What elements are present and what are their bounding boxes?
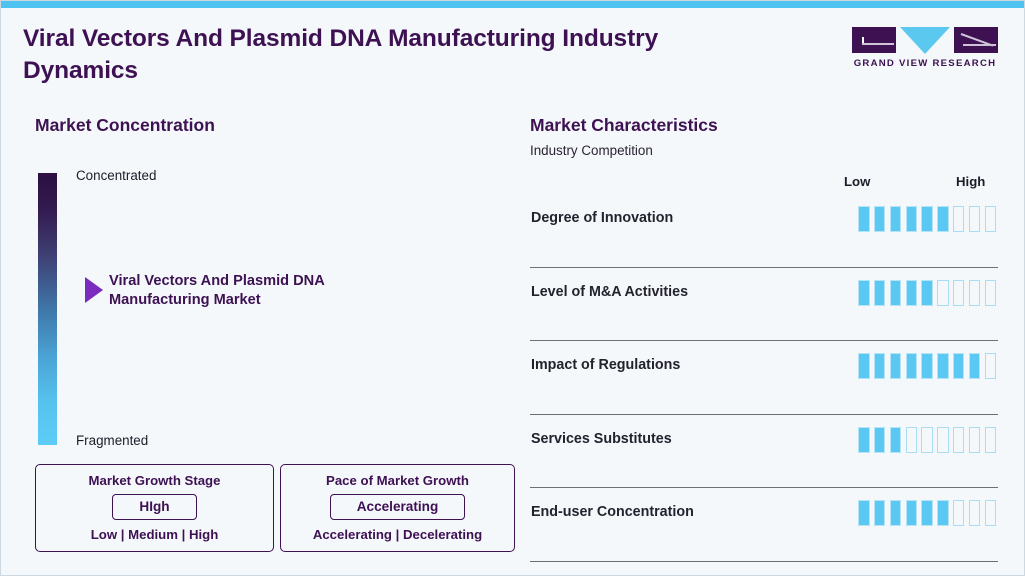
meter-segment-empty — [952, 206, 965, 232]
meter-segment-filled — [873, 426, 886, 453]
meter-segment-empty — [921, 426, 933, 453]
characteristic-bar-meter — [858, 206, 996, 232]
meter-segment-filled — [921, 353, 933, 380]
meter-segment-filled — [858, 426, 870, 453]
scale-top-label: Concentrated — [76, 168, 157, 183]
header: Viral Vectors And Plasmid DNA Manufactur… — [23, 23, 1010, 95]
meter-segment-empty — [984, 279, 996, 306]
characteristic-bar-meter — [858, 500, 996, 527]
meter-segment-filled — [889, 206, 902, 232]
meter-segment-empty — [968, 279, 981, 306]
characteristic-row: Degree of Innovation — [530, 194, 998, 268]
meter-segment-filled — [873, 353, 886, 380]
meter-segment-filled — [905, 353, 918, 380]
characteristic-bar-meter — [858, 426, 996, 453]
meter-segment-filled — [873, 206, 886, 232]
top-accent-bar — [1, 1, 1024, 8]
meter-segment-empty — [937, 426, 949, 453]
meter-segment-filled — [921, 500, 933, 527]
stat-heading: Market Growth Stage — [88, 473, 221, 488]
market-characteristics-title: Market Characteristics — [530, 115, 718, 135]
meter-segment-empty — [984, 426, 996, 453]
triangle-down-icon — [900, 27, 950, 54]
scale-low-label: Low — [844, 174, 871, 189]
scale-high-label: High — [956, 174, 986, 189]
meter-segment-filled — [889, 353, 902, 380]
meter-segment-filled — [889, 500, 902, 527]
characteristic-label: Services Substitutes — [531, 430, 672, 447]
concentration-scale: Concentrated Fragmented Viral Vectors An… — [35, 168, 515, 448]
stat-options: Accelerating | Decelerating — [312, 527, 483, 542]
meter-segment-filled — [858, 353, 870, 380]
meter-segment-empty — [952, 426, 965, 453]
characteristic-label: End-user Concentration — [531, 504, 694, 521]
meter-segment-empty — [984, 353, 996, 380]
meter-segment-filled — [968, 353, 981, 380]
meter-segment-filled — [921, 279, 933, 306]
status-badge: Accelerating — [329, 494, 466, 520]
meter-segment-empty — [952, 500, 965, 527]
market-characteristics-panel: Market Characteristics Industry Competit… — [530, 115, 998, 562]
meter-segment-filled — [905, 206, 918, 232]
meter-segment-filled — [937, 500, 949, 527]
meter-segment-filled — [858, 500, 870, 527]
pace-of-market-growth-box: Pace of Market Growth Accelerating Accel… — [280, 464, 515, 552]
meter-segment-empty — [984, 500, 996, 527]
meter-segment-filled — [873, 500, 886, 527]
characteristic-row: End-user Concentration — [530, 488, 998, 562]
logo-text: GRAND VIEW RESEARCH — [853, 58, 997, 69]
meter-segment-filled — [921, 206, 933, 232]
meter-segment-empty — [968, 500, 981, 527]
meter-segment-empty — [937, 279, 949, 306]
market-marker-label: Viral Vectors And Plasmid DNA Manufactur… — [109, 273, 325, 309]
meter-segment-filled — [905, 500, 918, 527]
brand-logo: GRAND VIEW RESEARCH — [852, 27, 998, 69]
market-concentration-panel: Market Concentration Concentrated Fragme… — [35, 115, 515, 448]
characteristic-row: Services Substitutes — [530, 415, 998, 489]
meter-segment-filled — [858, 279, 870, 306]
meter-segment-filled — [889, 279, 902, 306]
meter-segment-empty — [984, 206, 996, 232]
characteristic-label: Impact of Regulations — [531, 357, 681, 374]
market-concentration-title: Market Concentration — [35, 115, 215, 135]
meter-segment-filled — [889, 426, 902, 453]
scale-bottom-label: Fragmented — [76, 433, 149, 448]
rectangle-mark-icon — [852, 27, 896, 53]
rectangle-mark-icon — [954, 27, 998, 53]
characteristic-bar-meter — [858, 353, 996, 380]
characteristic-row: Impact of Regulations — [530, 341, 998, 415]
page-title: Viral Vectors And Plasmid DNA Manufactur… — [23, 25, 659, 85]
stat-boxes: Market Growth Stage HIgh Low | Medium | … — [35, 464, 515, 552]
triangle-right-marker-icon — [85, 277, 103, 303]
concentration-gradient-bar — [38, 173, 57, 445]
stat-heading: Pace of Market Growth — [326, 473, 469, 488]
meter-segment-filled — [937, 353, 949, 380]
characteristic-label: Degree of Innovation — [531, 210, 674, 226]
characteristic-row: Level of M&A Activities — [530, 268, 998, 342]
stat-options: Low | Medium | High — [90, 527, 219, 542]
meter-segment-filled — [952, 353, 965, 380]
status-badge: HIgh — [112, 494, 197, 520]
characteristic-label: Level of M&A Activities — [531, 283, 689, 300]
market-growth-stage-box: Market Growth Stage HIgh Low | Medium | … — [35, 464, 274, 552]
scale-header: Low High — [530, 174, 998, 194]
characteristic-bar-meter — [858, 279, 996, 306]
logo-marks — [852, 27, 998, 54]
market-characteristics-subtitle: Industry Competition — [530, 143, 653, 158]
meter-segment-filled — [937, 206, 949, 232]
meter-segment-empty — [968, 426, 981, 453]
meter-segment-filled — [858, 206, 870, 232]
meter-segment-filled — [873, 279, 886, 306]
meter-segment-empty — [905, 426, 918, 453]
meter-segment-empty — [968, 206, 981, 232]
meter-segment-filled — [905, 279, 918, 306]
meter-segment-empty — [952, 279, 965, 306]
